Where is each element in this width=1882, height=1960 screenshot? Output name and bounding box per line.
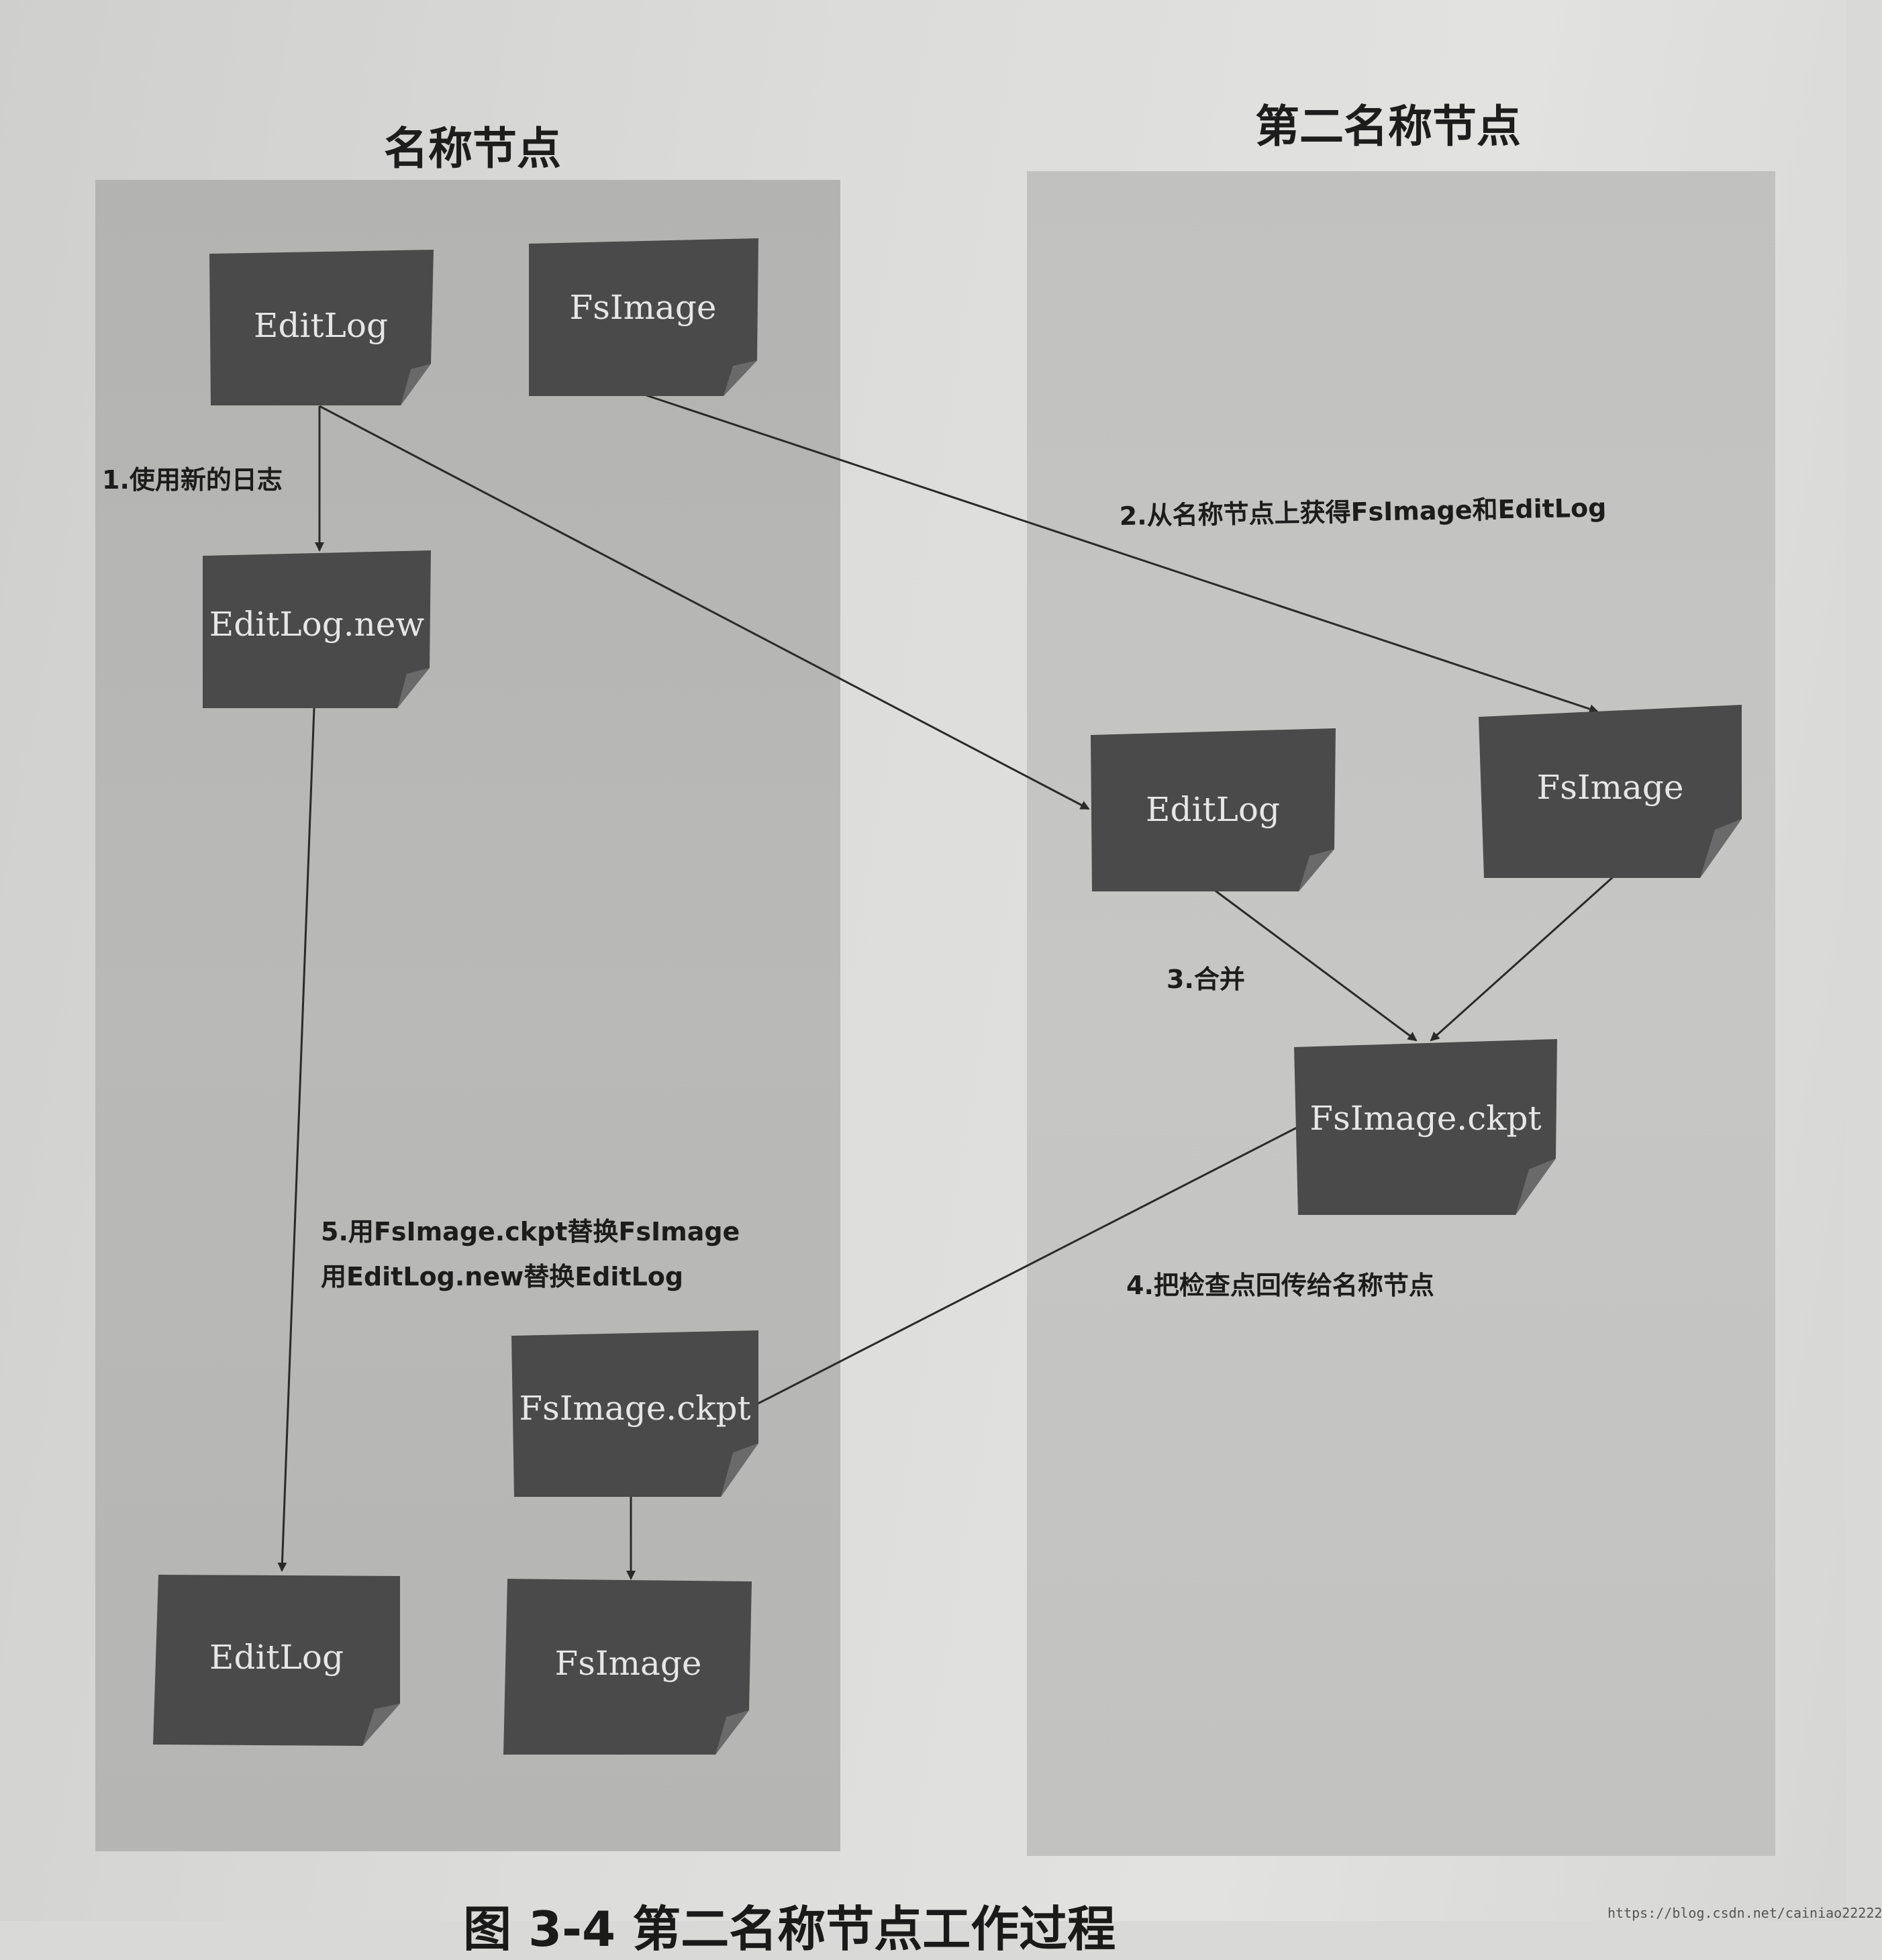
namenode-title: 名称节点 [384,123,561,175]
step5-label-line2: 用EditLog.new替换EditLog [321,1262,683,1291]
node-label: FsImage.ckpt [1309,1099,1541,1138]
edge-nn-fsimage-to-snn-fsimage [644,393,1599,714]
edge-snn-fsimage-to-ckpt [1430,875,1616,1042]
node-nn-fsimage: FsImage [529,238,758,396]
secondary-namenode-title: 第二名称节点 [1255,101,1521,152]
node-snn-fsimage: FsImage [1479,705,1742,878]
edge-snn-editlog-to-ckpt [1213,888,1418,1042]
namenode-panel [95,180,840,1851]
step2-label: 2.从名称节点上获得FsImage和EditLog [1119,493,1606,531]
node-label: EditLog [254,306,388,345]
figure-caption: 图 3-4 第二名称节点工作过程 [463,1901,1116,1957]
watermark-url: https://blog.csdn.net/cainiao22222 [1607,1905,1882,1921]
node-nn-fsimage-final: FsImage [503,1579,752,1755]
node-label: EditLog.new [209,605,425,644]
node-label: FsImage.ckpt [519,1389,750,1428]
node-snn-editlog: EditLog [1091,728,1336,891]
node-nn-editlog: EditLog [209,250,434,405]
node-label: FsImage [570,288,717,327]
workflow-diagram: EditLog FsImage EditLog.new EditLog FsIm… [102,238,1742,1755]
node-label: FsImage [555,1644,702,1683]
node-nn-fsimage-ckpt: FsImage.ckpt [511,1330,758,1497]
step4-label: 4.把检查点回传给名称节点 [1126,1271,1434,1300]
node-nn-editlog-final: EditLog [153,1575,400,1746]
edge-editlog-new-to-editlog-final [277,707,315,1572]
edges [277,393,1616,1580]
node-snn-fsimage-ckpt: FsImage.ckpt [1294,1039,1557,1215]
node-label: EditLog [209,1638,344,1677]
secondary-namenode-panel [1027,171,1775,1856]
node-label: FsImage [1537,768,1684,807]
edge-nn-editlog-to-snn-editlog [319,405,1090,810]
node-nn-editlog-new: EditLog.new [203,550,431,708]
step5-label-line1: 5.用FsImage.ckpt替换FsImage [321,1217,740,1246]
step1-label: 1.使用新的日志 [102,465,283,495]
edge-snn-ckpt-to-nn-ckpt [738,1126,1297,1414]
node-label: EditLog [1146,790,1280,829]
step3-label: 3.合并 [1167,965,1245,994]
